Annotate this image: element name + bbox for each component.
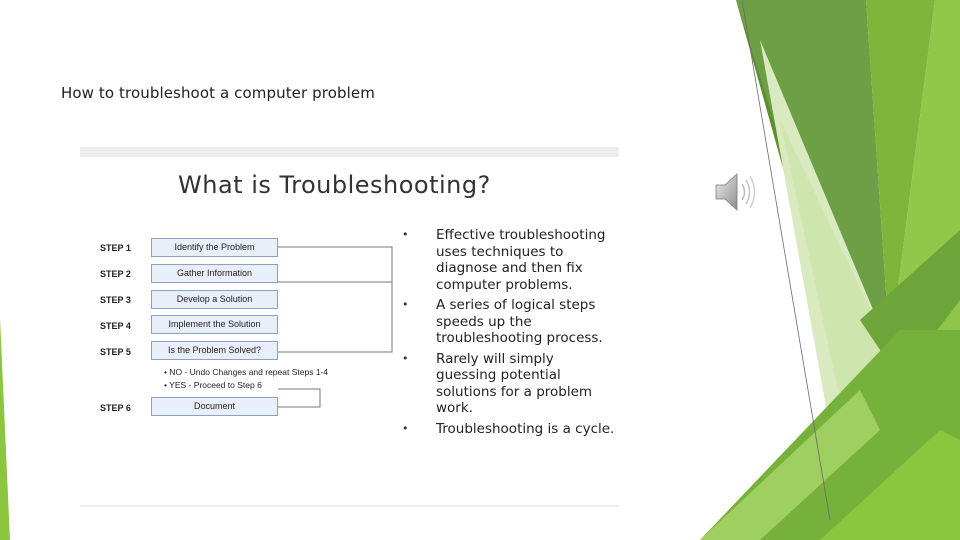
speaker-icon[interactable] <box>712 170 760 214</box>
step-5-note-yes: • YES - Proceed to Step 6 <box>164 380 262 390</box>
step-6-box: Document <box>151 397 278 416</box>
bullet-item: • Effective troubleshooting uses techniq… <box>400 227 615 293</box>
bullet-list: • Effective troubleshooting uses techniq… <box>400 227 615 441</box>
flow-connectors <box>278 246 393 408</box>
step-1-label: STEP 1 <box>100 243 131 253</box>
step-5-box: Is the Problem Solved? <box>151 341 278 360</box>
step-4-box: Implement the Solution <box>151 315 278 334</box>
step-4-label: STEP 4 <box>100 321 131 331</box>
bullet-text: Rarely will simply guessing potential so… <box>436 350 593 417</box>
embedded-heading: What is Troubleshooting? <box>178 171 491 199</box>
bullet-text: A series of logical steps speeds up the … <box>436 297 603 346</box>
bullet-glyph: • <box>402 228 409 241</box>
bullet-item: • A series of logical steps speeds up th… <box>400 297 615 347</box>
step-1-box: Identify the Problem <box>151 238 278 257</box>
step-3-label: STEP 3 <box>100 295 131 305</box>
slide-title: How to troubleshoot a computer problem <box>61 84 375 102</box>
step-3-box: Develop a Solution <box>151 290 278 309</box>
bullet-item: • Troubleshooting is a cycle. <box>400 421 615 438</box>
bullet-text: Effective troubleshooting uses technique… <box>436 227 606 293</box>
bullet-glyph: • <box>402 351 409 365</box>
embedded-troubleshooting-image: What is Troubleshooting? STEP 1 Identify… <box>80 147 619 507</box>
step-2-label: STEP 2 <box>100 269 131 279</box>
bullet-glyph: • <box>402 421 409 435</box>
step-5-note-no: • NO - Undo Changes and repeat Steps 1-4 <box>164 367 329 377</box>
step-6-label: STEP 6 <box>100 403 131 413</box>
bullet-glyph: • <box>402 298 409 311</box>
bullet-text: Troubleshooting is a cycle. <box>436 420 615 437</box>
step-2-box: Gather Information <box>151 264 278 283</box>
bullet-item: • Rarely will simply guessing potential … <box>400 351 615 417</box>
step-5-label: STEP 5 <box>100 347 131 357</box>
